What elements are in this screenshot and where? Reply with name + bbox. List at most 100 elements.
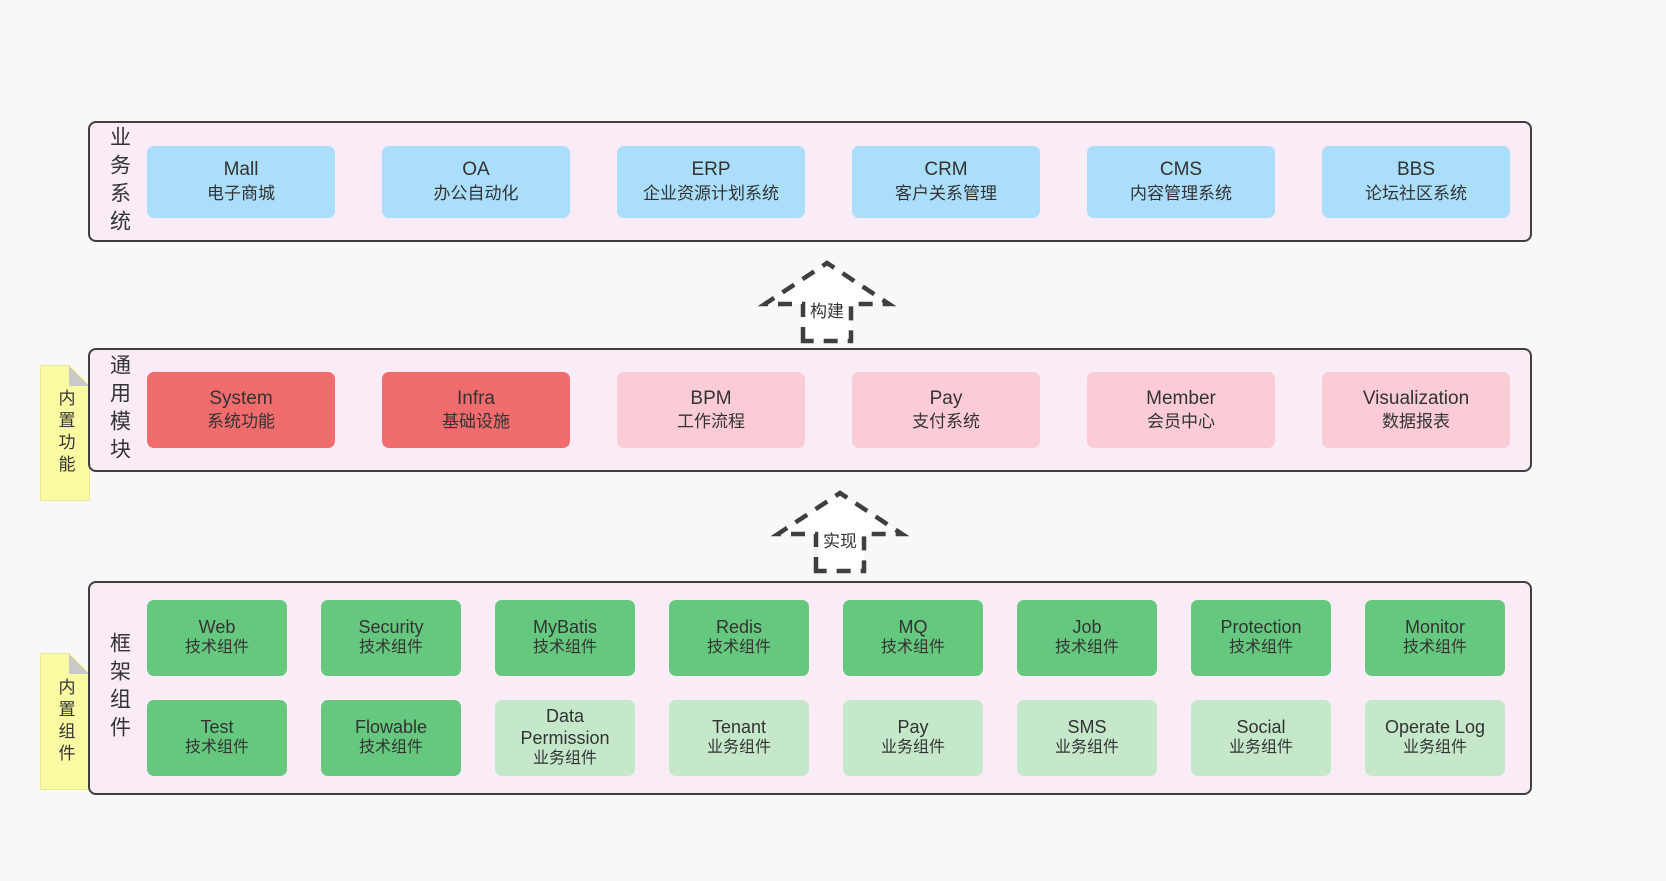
box-title: Pay xyxy=(929,387,963,409)
box-title: SMS xyxy=(1067,716,1107,737)
sticky-note-text: 内置组件 xyxy=(55,677,75,766)
box-subtitle: 论坛社区系统 xyxy=(1365,183,1467,203)
box-pay: Pay 支付系统 xyxy=(852,372,1040,448)
box-title: Data Permission xyxy=(520,706,610,748)
box-title: System xyxy=(209,387,273,409)
box-data-permission: Data Permission 业务组件 xyxy=(495,700,635,776)
box-title: Security xyxy=(358,616,424,637)
box-subtitle: 技术组件 xyxy=(358,639,423,657)
box-bbs: BBS 论坛社区系统 xyxy=(1322,145,1510,218)
box-bpm: BPM 工作流程 xyxy=(617,372,805,448)
box-subtitle: 技术组件 xyxy=(532,639,597,657)
arrow-build: 构建 xyxy=(757,257,897,345)
box-system: System 系统功能 xyxy=(147,372,335,448)
sticky-note-built-in-features: 内置功能 xyxy=(40,365,90,501)
box-subtitle: 技术组件 xyxy=(184,739,249,757)
box-title: CMS xyxy=(1159,159,1203,181)
box-tenant: Tenant 业务组件 xyxy=(669,700,809,776)
box-title: Tenant xyxy=(711,716,767,737)
box-title: Infra xyxy=(456,387,496,409)
box-title: Flowable xyxy=(354,716,428,737)
folded-corner-icon xyxy=(69,654,89,674)
layer-label-common-modules: 通用模块 xyxy=(107,354,131,466)
box-title: ERP xyxy=(691,159,731,181)
layer-body: Web 技术组件 Security 技术组件 MyBatis 技术组件 Redi… xyxy=(147,583,1530,793)
box-pay: Pay 业务组件 xyxy=(843,700,983,776)
box-row: Test 技术组件 Flowable 技术组件 Data Permission … xyxy=(147,700,1530,776)
box-subtitle: 技术组件 xyxy=(358,739,423,757)
arrow-implement-label: 实现 xyxy=(820,527,860,552)
box-title: Pay xyxy=(897,716,929,737)
box-subtitle: 业务组件 xyxy=(1228,739,1293,757)
layer-label-business-systems: 业务系统 xyxy=(107,125,131,238)
box-crm: CRM 客户关系管理 xyxy=(852,145,1040,218)
sticky-note-text: 内置功能 xyxy=(55,389,75,477)
box-subtitle: 会员中心 xyxy=(1147,412,1215,432)
box-subtitle: 技术组件 xyxy=(1228,639,1293,657)
box-subtitle: 技术组件 xyxy=(880,639,945,657)
box-subtitle: 技术组件 xyxy=(706,639,771,657)
layer-framework-components: 框架组件 Web 技术组件 Security 技术组件 MyBatis 技术组件… xyxy=(88,581,1532,795)
box-subtitle: 支付系统 xyxy=(912,412,980,432)
box-redis: Redis 技术组件 xyxy=(669,600,809,676)
box-subtitle: 系统功能 xyxy=(207,412,275,432)
layer-body: Mall 电子商城 OA 办公自动化 ERP 企业资源计划系统 CRM 客户关系… xyxy=(147,123,1530,240)
box-title: Social xyxy=(1236,716,1286,737)
layer-body: System 系统功能 Infra 基础设施 BPM 工作流程 Pay 支付系统… xyxy=(147,350,1530,470)
box-subtitle: 业务组件 xyxy=(1402,739,1467,757)
box-title: Mall xyxy=(223,159,259,181)
box-row: System 系统功能 Infra 基础设施 BPM 工作流程 Pay 支付系统… xyxy=(147,372,1530,448)
box-row: Mall 电子商城 OA 办公自动化 ERP 企业资源计划系统 CRM 客户关系… xyxy=(147,145,1530,218)
box-subtitle: 技术组件 xyxy=(184,639,249,657)
layer-common-modules: 通用模块 System 系统功能 Infra 基础设施 BPM 工作流程 Pay… xyxy=(88,348,1532,472)
box-row: Web 技术组件 Security 技术组件 MyBatis 技术组件 Redi… xyxy=(147,600,1530,676)
box-title: Web xyxy=(198,616,236,637)
box-subtitle: 业务组件 xyxy=(532,750,597,768)
box-sms: SMS 业务组件 xyxy=(1017,700,1157,776)
box-subtitle: 技术组件 xyxy=(1402,639,1467,657)
folded-corner-icon xyxy=(69,366,89,386)
box-oa: OA 办公自动化 xyxy=(382,145,570,218)
box-job: Job 技术组件 xyxy=(1017,600,1157,676)
box-title: Monitor xyxy=(1404,616,1466,637)
arrow-build-label: 构建 xyxy=(807,297,847,322)
box-erp: ERP 企业资源计划系统 xyxy=(617,145,805,218)
box-social: Social 业务组件 xyxy=(1191,700,1331,776)
box-monitor: Monitor 技术组件 xyxy=(1365,600,1505,676)
box-subtitle: 数据报表 xyxy=(1382,412,1450,432)
layer-label-framework-components: 框架组件 xyxy=(107,632,131,744)
box-title: OA xyxy=(462,159,490,181)
box-mq: MQ 技术组件 xyxy=(843,600,983,676)
box-title: BPM xyxy=(690,387,732,409)
box-subtitle: 业务组件 xyxy=(1054,739,1119,757)
box-web: Web 技术组件 xyxy=(147,600,287,676)
box-title: Operate Log xyxy=(1384,716,1486,737)
box-cms: CMS 内容管理系统 xyxy=(1087,145,1275,218)
box-test: Test 技术组件 xyxy=(147,700,287,776)
box-title: MQ xyxy=(898,616,928,637)
box-subtitle: 业务组件 xyxy=(880,739,945,757)
layer-business-systems: 业务系统 Mall 电子商城 OA 办公自动化 ERP 企业资源计划系统 CRM… xyxy=(88,121,1532,242)
box-security: Security 技术组件 xyxy=(321,600,461,676)
box-mall: Mall 电子商城 xyxy=(147,145,335,218)
arrow-implement: 实现 xyxy=(770,487,910,575)
box-title: Visualization xyxy=(1362,387,1470,409)
box-title: BBS xyxy=(1396,159,1436,181)
box-title: MyBatis xyxy=(532,616,597,637)
box-title: CRM xyxy=(924,159,968,181)
box-flowable: Flowable 技术组件 xyxy=(321,700,461,776)
box-subtitle: 业务组件 xyxy=(706,739,771,757)
box-member: Member 会员中心 xyxy=(1087,372,1275,448)
box-title: Member xyxy=(1146,387,1216,409)
box-visualization: Visualization 数据报表 xyxy=(1322,372,1510,448)
box-subtitle: 工作流程 xyxy=(677,412,745,432)
box-operate-log: Operate Log 业务组件 xyxy=(1365,700,1505,776)
box-protection: Protection 技术组件 xyxy=(1191,600,1331,676)
box-subtitle: 办公自动化 xyxy=(433,183,519,203)
box-title: Protection xyxy=(1220,616,1302,637)
box-title: Test xyxy=(200,716,234,737)
box-infra: Infra 基础设施 xyxy=(382,372,570,448)
box-title: Redis xyxy=(715,616,763,637)
box-title: Job xyxy=(1072,616,1102,637)
